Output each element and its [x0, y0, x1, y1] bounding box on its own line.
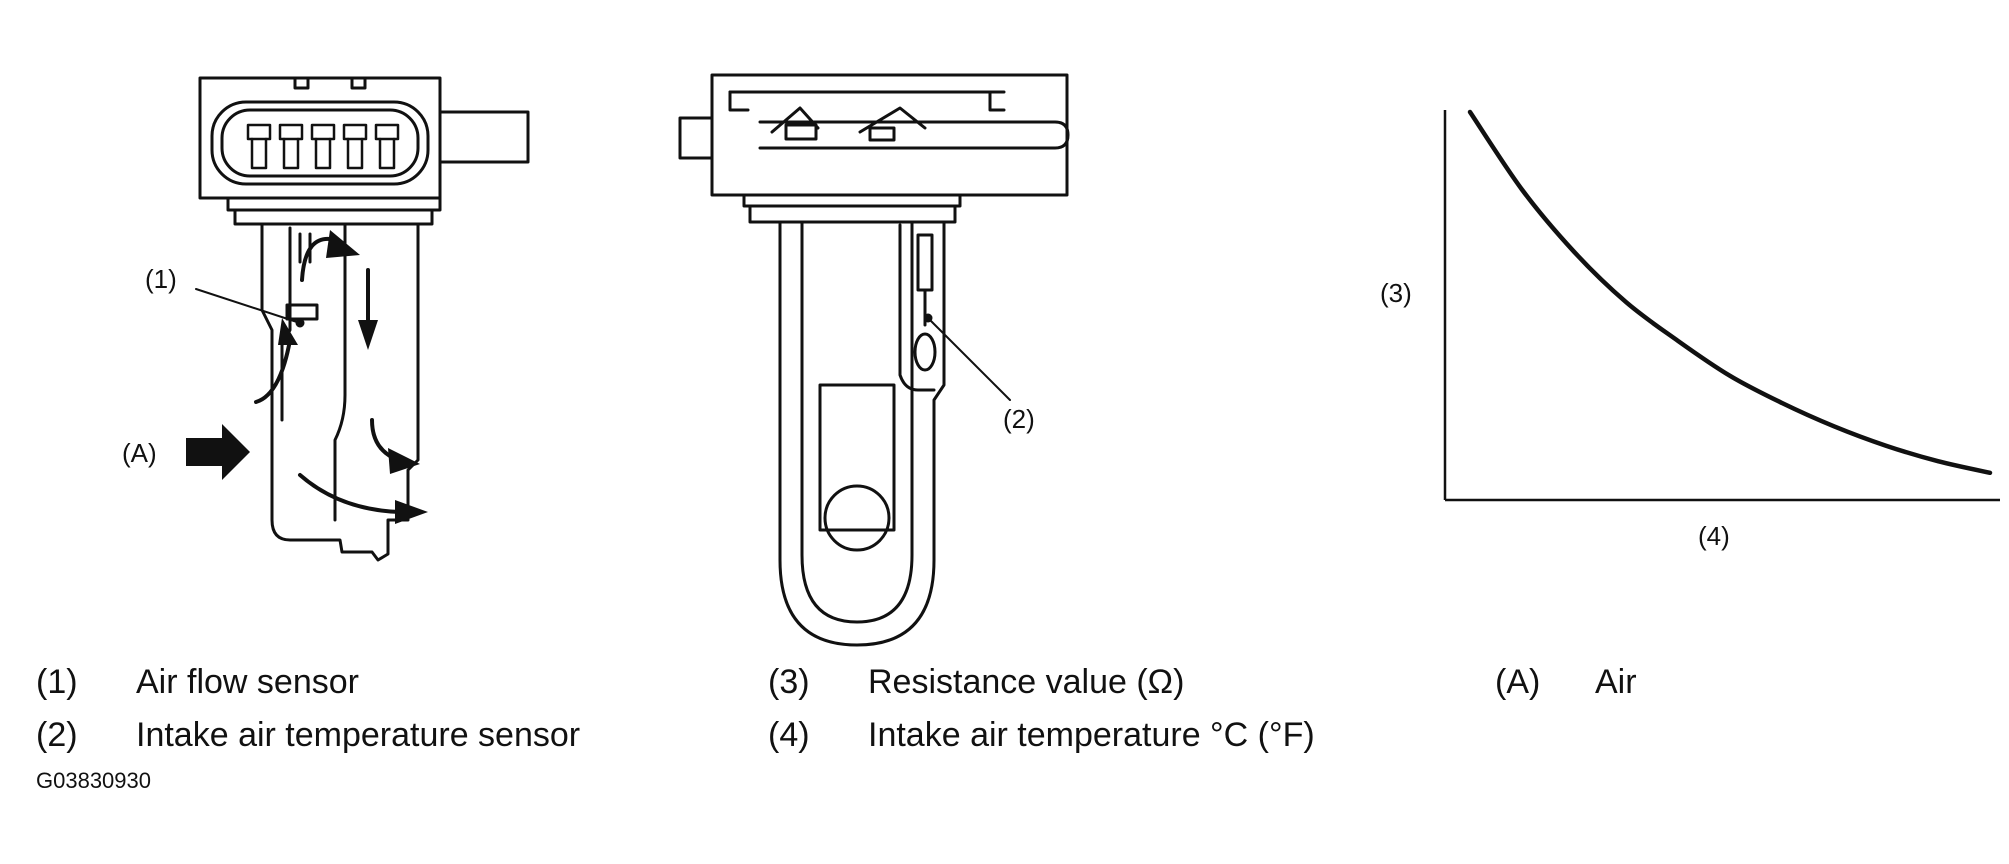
legend-text: Intake air temperature °C (°F): [868, 716, 1315, 754]
legend-key: (A): [1495, 663, 1541, 701]
maf-sensor-front-view: [678, 73, 1070, 647]
legend-text: Resistance value (Ω): [868, 663, 1185, 701]
legend-key: (2): [36, 716, 78, 754]
callout-air-inlet: (A): [122, 438, 157, 468]
callout-air-flow-sensor: (1): [145, 264, 177, 294]
legend-key: (4): [768, 716, 810, 754]
maf-sensor-side-view: [195, 76, 530, 562]
chart-x-label: (4): [1698, 521, 1730, 551]
legend-key: (3): [768, 663, 810, 701]
chart-series-line: [1467, 109, 1993, 476]
legend-text: Air: [1595, 663, 1637, 701]
legend-key: (1): [36, 663, 78, 701]
legend-text: Air flow sensor: [136, 663, 359, 701]
resistance-temperature-chart: (3) (4): [1380, 109, 2000, 551]
airflow-arrows: [186, 230, 428, 524]
callout-intake-air-temp-sensor: (2): [1003, 404, 1035, 434]
legend-text: Intake air temperature sensor: [136, 716, 581, 754]
chart-y-label: (3): [1380, 278, 1412, 308]
figure-code: G03830930: [36, 768, 151, 793]
